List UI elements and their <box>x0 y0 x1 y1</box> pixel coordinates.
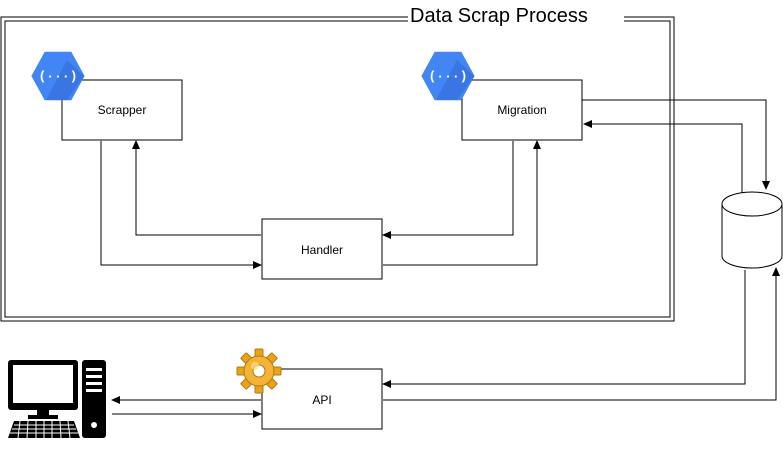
edge-scrapper-to-handler <box>100 141 262 269</box>
edge-handler-to-scrapper <box>132 140 261 236</box>
edge-migration-to-database <box>582 99 770 190</box>
handler-label: Handler <box>301 243 343 257</box>
database-cylinder-icon[interactable] <box>721 191 783 269</box>
api-label: API <box>312 393 331 407</box>
migration-label: Migration <box>497 103 546 117</box>
scrapper-label: Scrapper <box>98 103 147 117</box>
data-scrap-process-group: Data Scrap Process <box>0 4 675 322</box>
migration-node[interactable]: Migration <box>461 79 583 141</box>
edges <box>100 99 780 418</box>
edge-migration-to-handler <box>382 141 514 239</box>
cloud-function-icon: (···) <box>421 51 475 101</box>
edge-handler-to-migration <box>383 140 541 266</box>
edge-api-to-database <box>383 267 780 401</box>
gear-icon <box>236 348 282 394</box>
edge-database-to-api <box>382 270 746 388</box>
scrapper-node[interactable]: Scrapper <box>61 79 183 141</box>
handler-node[interactable]: Handler <box>261 218 383 280</box>
edge-database-to-migration <box>583 120 743 197</box>
api-node[interactable]: API <box>261 368 383 430</box>
group-title-bg <box>408 4 624 26</box>
desktop-computer-icon[interactable] <box>8 360 106 439</box>
cloud-function-icon: (···) <box>31 51 85 101</box>
svg-text:(···): (···) <box>38 69 77 84</box>
svg-text:(···): (···) <box>428 69 467 84</box>
group-title: Data Scrap Process <box>410 5 588 27</box>
